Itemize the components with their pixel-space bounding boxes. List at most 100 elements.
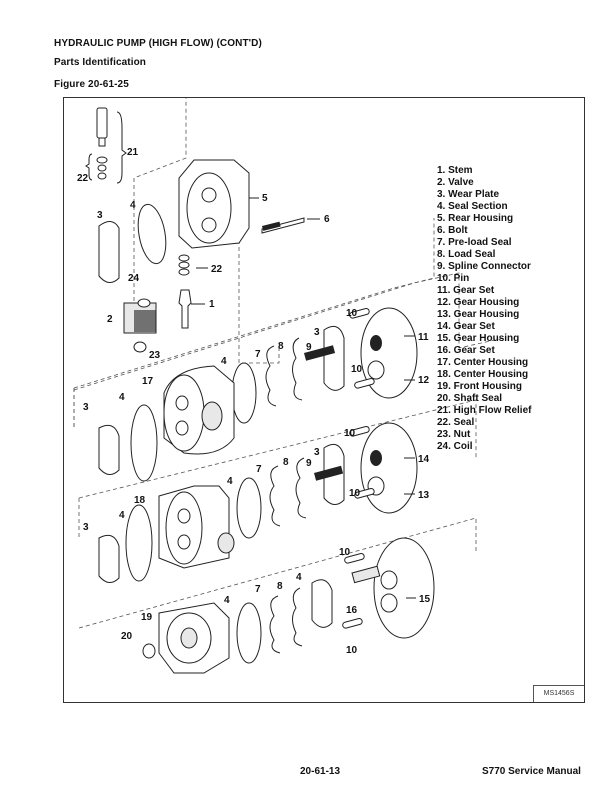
callout-8: 8	[277, 581, 283, 592]
seal-section-part	[231, 362, 257, 424]
callout-4: 4	[224, 595, 230, 606]
assembly-line	[73, 388, 80, 538]
legend-item: 6. Bolt	[437, 225, 468, 236]
callout-9: 9	[306, 458, 312, 469]
load-seal-part	[292, 587, 303, 647]
callout-1: 1	[209, 299, 215, 310]
legend-item: 5. Rear Housing	[437, 213, 514, 224]
wear-plate-part	[323, 325, 345, 391]
legend-item: 20. Shaft Seal	[437, 393, 503, 404]
callout-4: 4	[221, 356, 227, 367]
legend-item: 12. Gear Housing	[437, 297, 520, 308]
shaft-seal-part	[142, 643, 156, 659]
callout-9: 9	[306, 342, 312, 353]
callout-4: 4	[119, 392, 125, 403]
callout-19: 19	[141, 612, 153, 623]
callout-10: 10	[351, 364, 363, 375]
callout-7: 7	[255, 584, 261, 595]
callout-4: 4	[119, 510, 125, 521]
callout-10: 10	[344, 428, 356, 439]
gear-housing-middle	[349, 422, 418, 514]
callout-16: 16	[346, 605, 358, 616]
assembly-line	[73, 218, 435, 428]
pre-load-seal-part	[265, 345, 277, 407]
manual-title: S770 Service Manual	[482, 766, 581, 777]
seal-section-plate	[311, 579, 333, 628]
legend-item: 7. Pre-load Seal	[437, 237, 512, 248]
legend-item: 13. Gear Housing	[437, 309, 520, 320]
stem-part	[178, 289, 192, 329]
section-subtitle: Parts Identification	[54, 57, 147, 68]
load-seal-part	[295, 457, 307, 519]
legend-item: 14. Gear Set	[437, 321, 495, 332]
legend-item: 2. Valve	[437, 177, 474, 188]
legend-item: 19. Front Housing	[437, 381, 522, 392]
callout-2: 2	[107, 314, 113, 325]
callout-10: 10	[349, 488, 361, 499]
assembly-line	[78, 399, 477, 499]
spline-connector-part	[304, 345, 336, 361]
assembly-line	[73, 272, 505, 391]
callout-4: 4	[130, 200, 136, 211]
bolt-part	[261, 217, 305, 234]
legend-item: 18. Center Housing	[437, 369, 529, 380]
callout-18: 18	[134, 495, 146, 506]
callout-6: 6	[324, 214, 330, 225]
callout-4: 4	[227, 476, 233, 487]
callout-10: 10	[346, 645, 358, 656]
seal-section-part	[236, 602, 262, 664]
callout-4: 4	[296, 572, 302, 583]
callout-8: 8	[278, 341, 284, 352]
legend-item: 8. Load Seal	[437, 249, 496, 260]
section-title: HYDRAULIC PUMP (HIGH FLOW) (CONT'D)	[54, 38, 262, 49]
high-flow-relief-part	[85, 107, 127, 184]
load-seal-part	[292, 337, 303, 401]
page-number: 20-61-13	[300, 766, 341, 777]
pre-load-seal-part	[269, 465, 281, 527]
legend-item: 9. Spline Connector	[437, 261, 531, 272]
assembly-line	[238, 233, 280, 364]
callout-10: 10	[339, 547, 351, 558]
callout-22: 22	[77, 173, 89, 184]
legend-item: 15. Gear Housing	[437, 333, 520, 344]
legend-item: 3. Wear Plate	[437, 189, 500, 200]
front-housing-part	[158, 602, 230, 674]
callout-10: 10	[346, 308, 358, 319]
callout-3: 3	[314, 327, 320, 338]
callout-17: 17	[142, 376, 154, 387]
legend-item: 17. Center Housing	[437, 357, 529, 368]
callout-23: 23	[149, 350, 161, 361]
callout-3: 3	[83, 522, 89, 533]
callout-21: 21	[127, 147, 139, 158]
callout-3: 3	[314, 447, 320, 458]
callout-3: 3	[97, 210, 103, 221]
callout-22: 22	[211, 264, 223, 275]
legend-item: 16. Gear Set	[437, 345, 495, 356]
valve-coil-part	[123, 298, 157, 353]
callout-8: 8	[283, 457, 289, 468]
wear-plate-part	[98, 221, 120, 283]
assembly-line	[133, 98, 187, 308]
legend-item: 22. Seal	[437, 417, 475, 428]
figure-label: Figure 20-61-25	[54, 79, 129, 90]
center-housing-upper	[163, 365, 235, 455]
rear-housing-part	[178, 159, 250, 249]
legend-item: 23. Nut	[437, 429, 471, 440]
center-housing-lower	[158, 485, 235, 569]
assembly-line	[78, 517, 477, 629]
callout-20: 20	[121, 631, 133, 642]
wear-plate-part	[98, 534, 120, 583]
seal-section-part	[137, 203, 167, 265]
callout-14: 14	[418, 454, 430, 465]
seal-section-part	[130, 404, 158, 482]
parts-legend: 1. Stem 2. Valve 3. Wear Plate 4. Seal S…	[437, 165, 531, 453]
callout-7: 7	[256, 464, 262, 475]
seal-section-part	[236, 477, 262, 539]
exploded-pump-diagram: 21 22 5 6 4 3 22 24 2 1 23 10 11 3 9 8 7…	[73, 98, 505, 674]
callout-5: 5	[262, 193, 268, 204]
legend-item: 10. Pin	[437, 273, 470, 284]
spline-connector-part	[314, 465, 344, 481]
callout-24: 24	[128, 273, 140, 284]
gear-housing-upper	[349, 307, 418, 399]
callout-13: 13	[418, 490, 430, 501]
